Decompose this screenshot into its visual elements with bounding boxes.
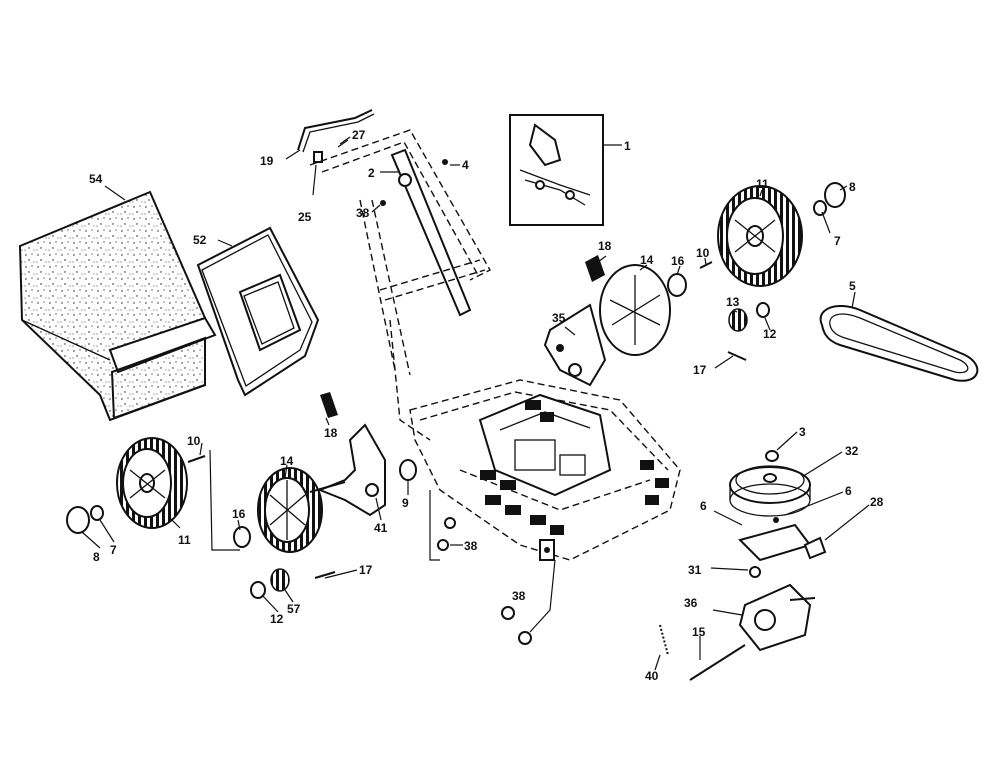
- callout-19: 19: [260, 154, 274, 168]
- grass-bag: [18, 190, 217, 422]
- right-drive-assembly: [543, 255, 770, 387]
- callout-11: 11: [756, 177, 769, 191]
- callout-10b: 10: [187, 434, 201, 448]
- callout-11b: 11: [178, 533, 191, 547]
- callout-57: 57: [287, 602, 301, 616]
- callout-16b: 16: [232, 507, 246, 521]
- callout-52: 52: [193, 233, 207, 247]
- callout-18: 18: [598, 239, 612, 253]
- deck-hardware: [429, 490, 556, 645]
- callout-35: 35: [552, 311, 566, 325]
- callout-13: 13: [726, 295, 740, 309]
- callout-25: 25: [298, 210, 312, 224]
- right-rear-wheel: [667, 182, 846, 297]
- callout-54: 54: [89, 172, 103, 186]
- mower-deck: [309, 129, 681, 561]
- callout-6b: 6: [700, 499, 707, 513]
- callout-1: 1: [624, 139, 631, 153]
- left-drive-assembly: [233, 392, 417, 599]
- callout-12: 12: [763, 327, 777, 341]
- transmission-assembly: [659, 450, 827, 681]
- callout-12b: 12: [270, 612, 284, 626]
- callout-41: 41: [374, 521, 388, 535]
- callout-8: 8: [849, 180, 856, 194]
- callout-10: 10: [696, 246, 710, 260]
- callout-4: 4: [462, 158, 469, 172]
- handle-assembly: [297, 109, 472, 317]
- callout-32: 32: [845, 444, 859, 458]
- callout-17: 17: [693, 363, 707, 377]
- callout-38b: 38: [464, 539, 478, 553]
- bag-frame: [196, 226, 320, 397]
- drive-belt: [819, 305, 979, 382]
- callout-14b: 14: [280, 454, 294, 468]
- callout-9: 9: [402, 496, 409, 510]
- callout-27: 27: [352, 128, 366, 142]
- callout-6: 6: [845, 484, 852, 498]
- callout-31: 31: [688, 563, 702, 577]
- callout-labels: 1 2 4 38 19 27 25 54 52 11 8 7 10 16 14 …: [89, 128, 884, 683]
- callout-18b: 18: [324, 426, 338, 440]
- leader-lines: [81, 136, 870, 671]
- callout-28: 28: [870, 495, 884, 509]
- left-front-wheel: [66, 437, 206, 534]
- callout-7: 7: [834, 234, 841, 248]
- callout-2: 2: [368, 166, 375, 180]
- callout-3: 3: [799, 425, 806, 439]
- callout-5: 5: [849, 279, 856, 293]
- callout-38c: 38: [512, 589, 526, 603]
- kit-box: [509, 114, 604, 226]
- callout-8b: 8: [93, 550, 100, 564]
- callout-40: 40: [645, 669, 659, 683]
- callout-15: 15: [692, 625, 706, 639]
- callout-36: 36: [684, 596, 698, 610]
- callout-7b: 7: [110, 543, 117, 557]
- callout-17b: 17: [359, 563, 373, 577]
- callout-14: 14: [640, 253, 654, 267]
- callout-38: 38: [356, 206, 370, 220]
- callout-16: 16: [671, 254, 685, 268]
